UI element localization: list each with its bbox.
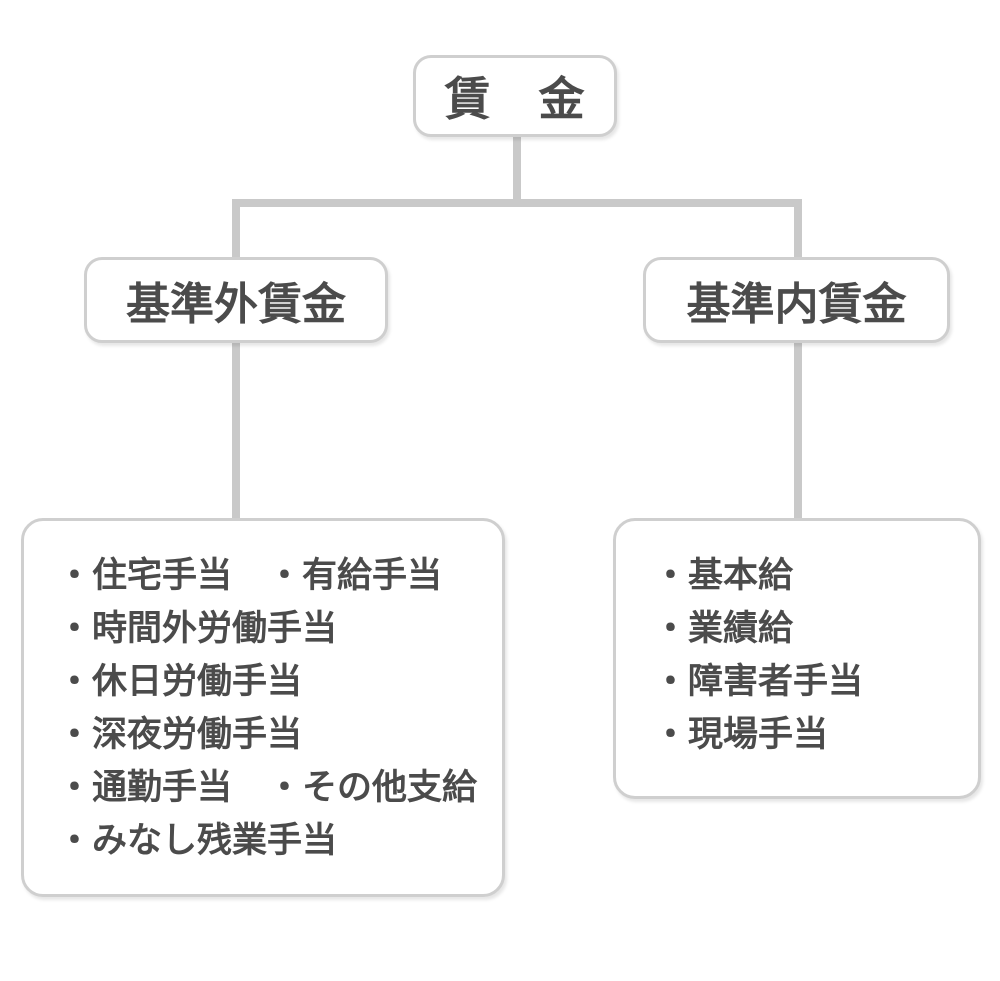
list-item: ・深夜労働手当 [57,715,303,754]
connector-left-drop [232,199,240,259]
list-item: ・現場手当 [653,715,829,754]
list-item: ・休日労働手当 [57,662,303,701]
list-item: ・みなし残業手当 [57,821,338,860]
list-node-standard-wage-items: ・基本給・業績給・障害者手当・現場手当 [613,518,981,799]
list-item: ・基本給 [653,556,794,595]
list-item: ・業績給 [653,609,794,648]
connector-root-stem [513,136,521,202]
list-item: ・通勤手当 ・その他支給 [57,768,478,807]
root-node-wages: 賃 金 [413,55,617,137]
root-node-label: 賃 金 [444,73,586,125]
connector-right-drop [794,199,802,259]
branch-node-non-standard-wages: 基準外賃金 [84,257,388,343]
connector-right-to-list [794,341,802,520]
branch-label: 基準内賃金 [686,280,907,329]
connector-horizontal-bar [232,199,802,207]
list-item: ・障害者手当 [653,662,864,701]
list-item: ・住宅手当 ・有給手当 [57,556,443,595]
branch-node-standard-wages: 基準内賃金 [643,257,950,343]
list-item: ・時間外労働手当 [57,609,338,648]
connector-left-to-list [232,341,240,520]
branch-label: 基準外賃金 [126,280,346,329]
list-node-non-standard-wage-items: ・住宅手当 ・有給手当・時間外労働手当・休日労働手当・深夜労働手当・通勤手当 ・… [21,518,505,897]
